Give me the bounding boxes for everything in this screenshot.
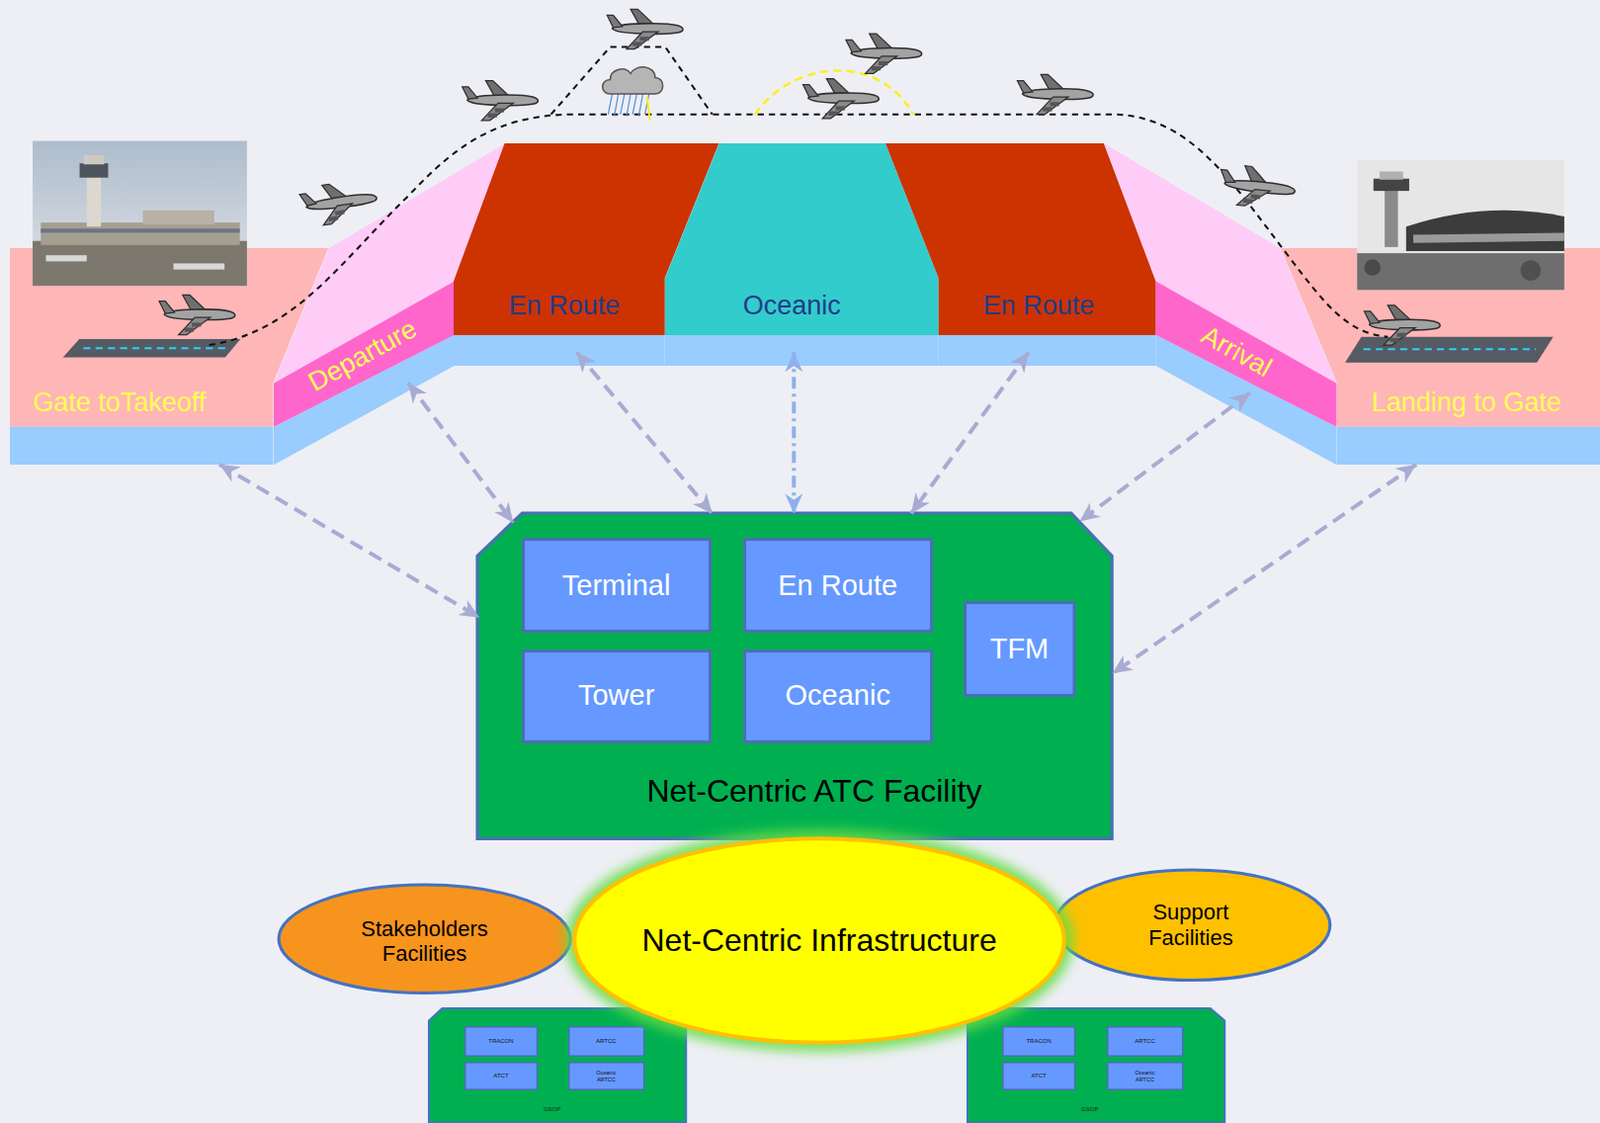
- band-shape: [1345, 336, 1554, 363]
- box-shape: [964, 602, 1074, 696]
- ellipse-label: Support Facilities: [1116, 899, 1265, 950]
- box-shape: [522, 650, 710, 742]
- remote-facility: GSOP TRACON ARTCC ATCT Oceanic ARTCC: [428, 1008, 686, 1123]
- box-shape: [1003, 1025, 1076, 1055]
- box-label: ATCT: [493, 1072, 508, 1080]
- phase-label: Landing to Gate: [1371, 387, 1562, 419]
- function-box: TRACON: [464, 1025, 538, 1057]
- ellipse-shape: [1054, 869, 1331, 981]
- function-box: ARTCC: [568, 1025, 645, 1057]
- box-shape: [569, 1062, 645, 1090]
- phase-label: Oceanic: [743, 290, 842, 322]
- box-label: Oceanic ARTCC: [590, 1069, 621, 1083]
- connector-arrow: [408, 382, 513, 523]
- function-box: Oceanic ARTCC: [568, 1061, 645, 1091]
- runway-centerline: [1362, 347, 1535, 350]
- box-label: TRACON: [488, 1037, 513, 1045]
- phase-band: Arrival: [1103, 143, 1337, 465]
- ellipse-label: Net-Centric Infrastructure: [642, 922, 998, 959]
- box-shape: [465, 1062, 538, 1090]
- node-outline: [885, 143, 1157, 366]
- glow-ring: [573, 837, 1066, 1044]
- infrastructure-ellipse: Net-Centric Infrastructure: [567, 832, 1072, 1051]
- function-box: ATCT: [1002, 1061, 1076, 1091]
- band-shape: [967, 1008, 1225, 1123]
- atc-facility: Net-Centric ATC Facility Terminal En Route…: [477, 512, 1112, 839]
- band-shape: [9, 426, 273, 465]
- support-ellipse: Support Facilities: [1052, 867, 1334, 983]
- function-box: Oceanic: [743, 649, 933, 744]
- box-shape: [522, 539, 710, 632]
- band-shape: [938, 335, 1157, 366]
- band-shape: [63, 338, 242, 358]
- connector-arrow: [576, 351, 712, 513]
- box-label: Oceanic: [784, 678, 890, 712]
- connector-arrow: [1111, 464, 1417, 674]
- stakeholder-ellipse: Stakeholders Facilities: [276, 882, 573, 996]
- facility-heading: Net-Centric ATC Facility: [646, 772, 982, 810]
- facility-label: GSOP: [543, 1105, 561, 1113]
- arrival-airport-photo: [1356, 160, 1565, 290]
- departure-airport-photo: [32, 141, 248, 287]
- ellipse-label: Stakeholders Facilities: [337, 916, 511, 967]
- runway-centerline: [84, 346, 228, 349]
- box-shape: [1003, 1062, 1076, 1090]
- ellipse-shape: [278, 884, 571, 993]
- box-label: ARTCC: [595, 1037, 617, 1045]
- box-shape: [569, 1025, 645, 1055]
- phase-label: En Route: [983, 290, 1095, 322]
- box-label: ATCT: [1030, 1072, 1046, 1080]
- band-shape: [477, 512, 1112, 839]
- function-box: TRACON: [1002, 1025, 1076, 1057]
- function-box: Oceanic ARTCC: [1106, 1061, 1183, 1091]
- box-shape: [465, 1025, 538, 1055]
- ellipse-shape: [574, 838, 1065, 1042]
- box-label: TFM: [990, 632, 1050, 666]
- phase-label: Gate toTakeoff: [32, 387, 206, 419]
- box-shape: [744, 650, 931, 742]
- band-shape: [1280, 248, 1600, 427]
- box-label: ARTCC: [1134, 1037, 1156, 1045]
- node-outline: [1103, 143, 1337, 465]
- box-label: Terminal: [562, 569, 672, 602]
- function-box: En Route: [743, 537, 933, 633]
- box-label: Oceanic ARTCC: [1129, 1069, 1160, 1083]
- remote-facility: GSOP TRACON ARTCC ATCT Oceanic ARTCC: [967, 1008, 1225, 1123]
- facility-label: GSOP: [1081, 1105, 1098, 1113]
- box-shape: [1107, 1025, 1183, 1055]
- function-box: Tower: [521, 649, 712, 744]
- connector-arrow: [911, 351, 1029, 513]
- phase-band: En Route: [885, 143, 1157, 366]
- phase-band: Oceanic: [665, 143, 939, 366]
- phase-label: En Route: [508, 290, 621, 322]
- box-shape: [744, 539, 931, 632]
- band-shape: [453, 335, 666, 366]
- box-shape: [1107, 1062, 1183, 1090]
- band-shape: [1337, 426, 1600, 465]
- function-box: ATCT: [464, 1061, 538, 1091]
- box-label: TRACON: [1025, 1037, 1051, 1045]
- function-box: ARTCC: [1106, 1025, 1183, 1057]
- band-shape: [665, 335, 939, 366]
- storm-cloud: [602, 67, 664, 121]
- connector-arrow: [791, 351, 796, 513]
- flight-path: [209, 47, 1389, 346]
- box-label: En Route: [777, 569, 898, 602]
- connector-arrow: [1079, 393, 1250, 522]
- node-outline: [665, 143, 939, 366]
- airplane-icons: [159, 8, 1440, 345]
- function-box: Terminal: [521, 537, 712, 633]
- function-box: TFM: [963, 600, 1077, 697]
- box-label: Tower: [578, 678, 655, 712]
- band-shape: [428, 1008, 686, 1123]
- connector-arrow: [219, 464, 480, 618]
